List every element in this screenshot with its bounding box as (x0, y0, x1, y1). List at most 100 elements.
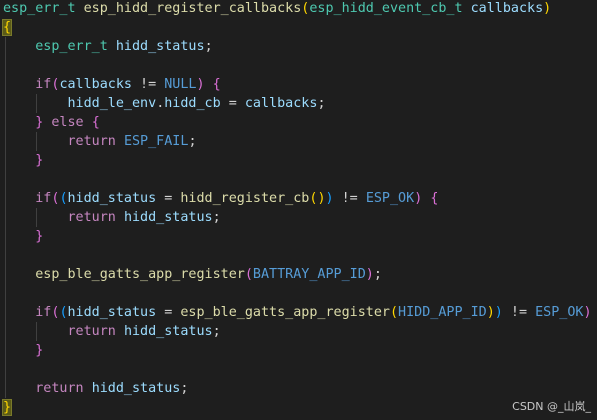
code-token (116, 210, 124, 225)
code-token: return (67, 324, 116, 339)
code-token (3, 229, 35, 244)
code-token (3, 381, 35, 396)
watermark: CSDN @_山岚_ (512, 400, 591, 413)
code-line[interactable]: } (3, 227, 43, 246)
code-token (108, 39, 116, 54)
code-line[interactable]: return hidd_status; (3, 208, 221, 227)
code-line[interactable]: return hidd_status; (3, 379, 188, 398)
code-token: = (156, 191, 181, 206)
code-token (3, 39, 35, 54)
code-token: ( (244, 267, 253, 282)
code-token: ( (51, 77, 60, 92)
code-token (3, 267, 35, 282)
code-token (3, 115, 35, 130)
code-line[interactable]: if(callbacks != NULL) { (3, 75, 221, 94)
code-token: callbacks (470, 1, 544, 16)
code-token (463, 1, 471, 16)
code-line[interactable]: return ESP_FAIL; (3, 132, 197, 151)
code-token: { (212, 77, 221, 92)
code-token: hidd_status (67, 305, 157, 320)
code-token: ; (317, 96, 326, 111)
code-token: ; (212, 210, 221, 225)
code-token: else (51, 115, 84, 130)
code-token: BATTRAY_APP_ID (252, 267, 366, 282)
code-token: ESP_FAIL (123, 134, 189, 149)
code-token: { (430, 191, 439, 206)
code-token: . (156, 96, 165, 111)
code-token: return (67, 210, 116, 225)
code-token: ) (543, 1, 552, 16)
code-token: ) (414, 191, 423, 206)
code-token: ; (188, 134, 197, 149)
code-token: ; (204, 39, 213, 54)
code-token (3, 324, 68, 339)
code-token: if (35, 77, 52, 92)
code-line[interactable]: hidd_le_env.hidd_cb = callbacks; (3, 94, 326, 113)
code-token (3, 134, 68, 149)
code-token: ) (325, 191, 334, 206)
code-token: ) (196, 77, 205, 92)
code-line[interactable]: if((hidd_status = esp_ble_gatts_app_regi… (3, 303, 597, 322)
code-token: ( (389, 305, 399, 320)
code-line[interactable]: } else { (3, 113, 100, 132)
code-token (116, 134, 124, 149)
code-token: ; (180, 381, 189, 396)
code-token: return (35, 381, 84, 396)
code-token: ESP_OK (535, 305, 584, 320)
code-token: hidd_status (123, 324, 213, 339)
code-line[interactable]: { (1, 18, 13, 37)
code-line[interactable]: esp_err_t hidd_status; (3, 37, 213, 56)
code-token: hidd_register_cb (180, 191, 310, 206)
code-token (84, 381, 92, 396)
code-token: } (35, 343, 44, 358)
code-token: } (35, 115, 44, 130)
code-token: hidd_cb (164, 96, 221, 111)
code-token: hidd_status (123, 210, 213, 225)
code-token: hidd_status (67, 191, 157, 206)
code-token: hidd_status (91, 381, 181, 396)
code-token: = (220, 96, 245, 111)
indent-guide (5, 37, 6, 398)
code-token: hidd_status (115, 39, 205, 54)
code-token: HIDD_APP_ID (398, 305, 487, 320)
indent-guide (36, 322, 37, 341)
code-line[interactable]: esp_ble_gatts_app_register(BATTRAY_APP_I… (3, 265, 382, 284)
code-token: esp_hidd_register_callbacks (83, 1, 302, 16)
code-token: ( (59, 191, 68, 206)
code-token: = (156, 305, 181, 320)
code-token (3, 305, 35, 320)
code-token: != (502, 305, 536, 320)
indent-guide (36, 132, 37, 151)
code-line[interactable]: return hidd_status; (3, 322, 221, 341)
code-line[interactable]: } (3, 341, 43, 360)
code-token: ( (51, 305, 60, 320)
code-token (116, 324, 124, 339)
code-token: if (35, 305, 52, 320)
code-token: ) (365, 267, 374, 282)
code-token: ( (309, 191, 318, 206)
matched-brace: } (1, 399, 13, 416)
indent-guide (36, 208, 37, 227)
code-token: { (91, 115, 100, 130)
code-line[interactable]: } (1, 398, 13, 417)
code-token: hidd_le_env (67, 96, 157, 111)
code-token (3, 96, 68, 111)
code-token: ) (317, 191, 326, 206)
code-token: esp_err_t (35, 39, 108, 54)
code-token: return (67, 134, 116, 149)
code-token (3, 210, 68, 225)
code-token (3, 77, 35, 92)
code-token (205, 77, 213, 92)
code-token (3, 343, 35, 358)
code-token: != (132, 77, 165, 92)
code-token: ) (583, 305, 592, 320)
code-line[interactable]: esp_err_t esp_hidd_register_callbacks(es… (3, 0, 551, 18)
code-token: if (35, 191, 52, 206)
code-token (84, 115, 92, 130)
code-line[interactable]: } (3, 151, 43, 170)
code-line[interactable]: if((hidd_status = hidd_register_cb()) !=… (3, 189, 438, 208)
code-token: ; (212, 324, 221, 339)
code-token: esp_ble_gatts_app_register (180, 305, 390, 320)
code-token (3, 191, 35, 206)
